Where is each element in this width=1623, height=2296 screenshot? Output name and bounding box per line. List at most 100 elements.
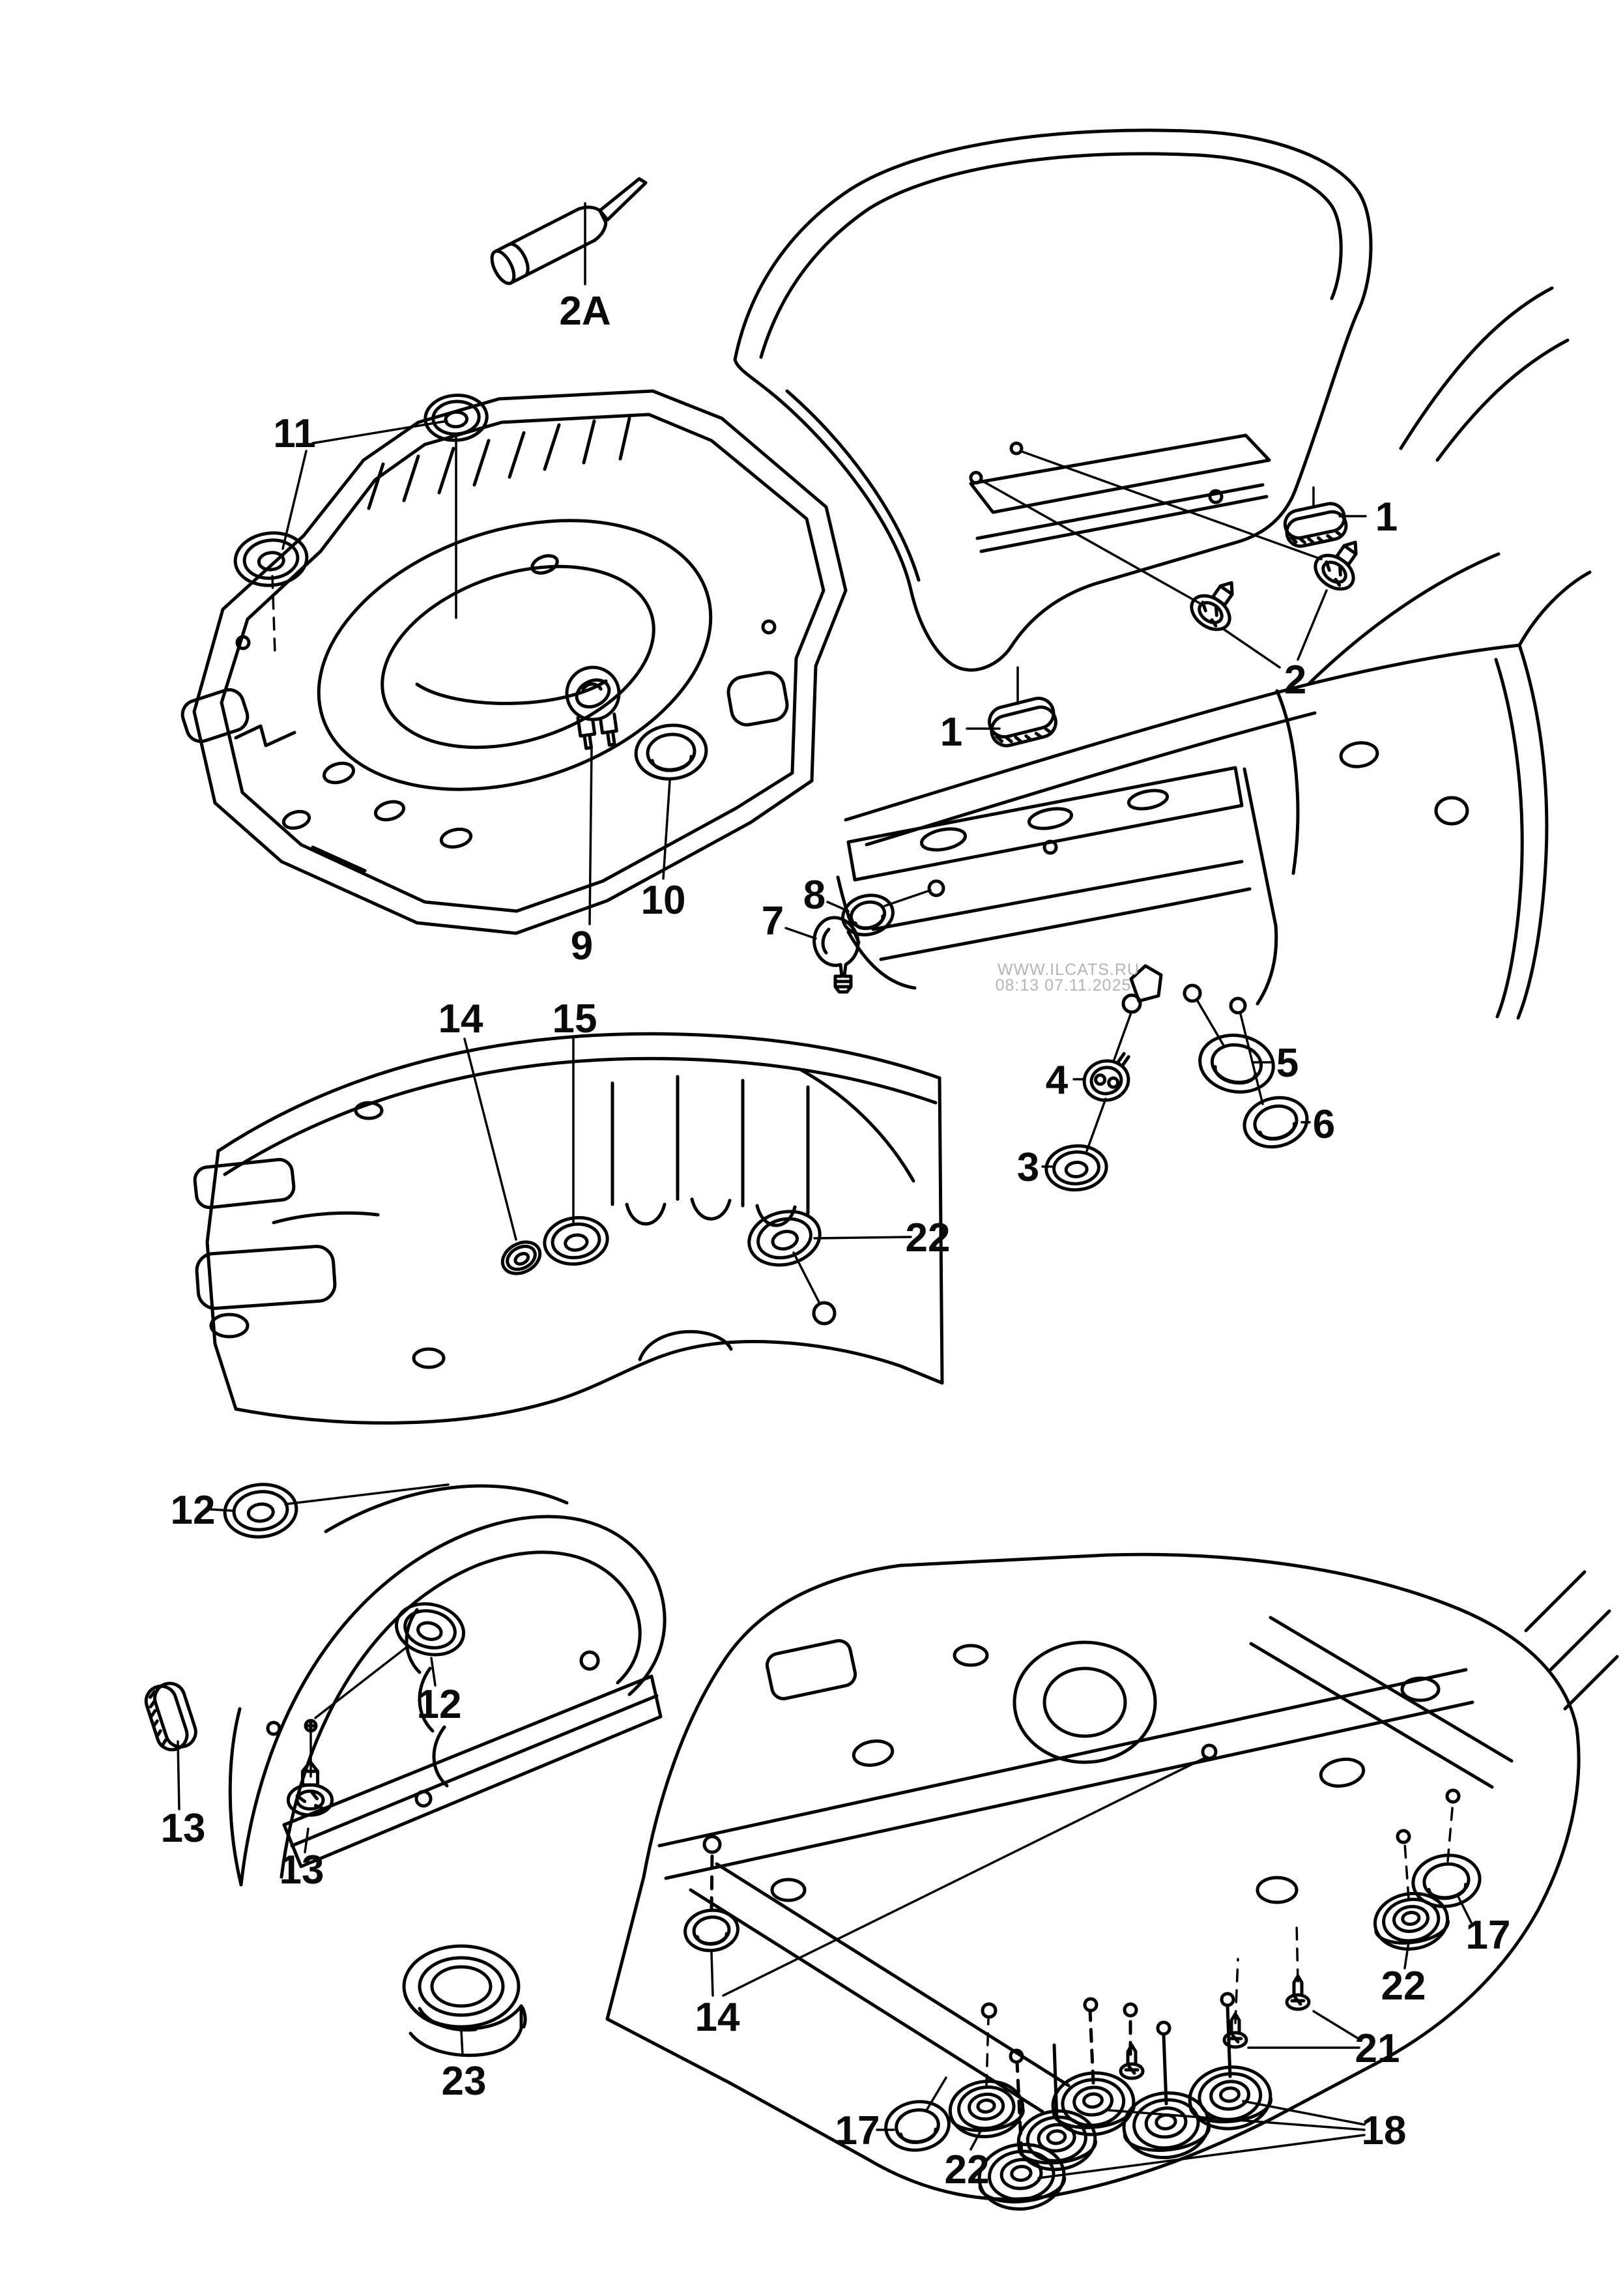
parts-layer — [144, 177, 1482, 2211]
part-seal-ring-8 — [841, 894, 895, 937]
leader-line — [281, 450, 308, 550]
floor-hole-left — [180, 688, 250, 744]
leader-line — [1196, 1000, 1225, 1047]
leader-line-dashed — [1446, 1800, 1454, 1863]
part-ring-17b — [1411, 1853, 1482, 1908]
frame-oval — [1339, 741, 1379, 768]
shelf-top-edge — [216, 1032, 941, 1153]
leader-line — [1312, 2010, 1362, 2041]
leader-line-dashed — [271, 575, 276, 654]
seat-frame-u — [625, 1197, 797, 1227]
watermark-line2: 08:13 07.11.2025 — [996, 976, 1132, 995]
leader-line — [284, 1483, 450, 1505]
floor-oval — [373, 800, 406, 822]
floor-oval — [530, 554, 559, 575]
floor-oval — [439, 827, 473, 849]
shelf-slot — [193, 1157, 296, 1210]
part-dome-18d — [1122, 2091, 1211, 2160]
leader-line — [969, 2129, 983, 2151]
part-dome-18e — [1188, 2065, 1273, 2130]
beam-slot — [1027, 807, 1074, 830]
leader-line — [1457, 1895, 1472, 1924]
callout-label-10-6: 10 — [641, 878, 686, 923]
part-ring-grommet-10 — [634, 723, 708, 781]
callout-label-1-1: 1 — [1375, 495, 1398, 540]
callout-label-23-20: 23 — [442, 2059, 487, 2104]
pan-hole — [1201, 1743, 1218, 1760]
floor-hole — [235, 635, 251, 650]
shelf-oval — [354, 1101, 384, 1120]
rear-body-top-edge — [844, 643, 1521, 822]
panel-end — [1242, 767, 1278, 1006]
part-ring-14b — [683, 1908, 740, 1953]
underbody-oval — [1400, 1676, 1441, 1702]
view-rear-body — [836, 552, 1592, 1020]
leader-line — [722, 1756, 1208, 1997]
pan-hole — [1083, 1997, 1099, 2013]
underbody-oval — [1319, 1757, 1366, 1788]
housing-top-edge — [324, 1484, 569, 1533]
shelf-curves — [272, 1068, 915, 1225]
leader-line-dashed — [1234, 1958, 1239, 2024]
callout-label-12-16: 12 — [171, 1488, 216, 1533]
callout-label-4-9: 4 — [1046, 1058, 1069, 1103]
leader-line — [925, 2076, 947, 2112]
shelf-left-edge — [205, 1149, 238, 1411]
part-grommet-22a — [747, 1210, 822, 1267]
leader-line — [304, 1827, 309, 1853]
part-tape-roll-23 — [402, 1944, 527, 2057]
callout-label-22-27: 22 — [1381, 1964, 1426, 2009]
spare-wheel-recess-inner — [381, 564, 655, 749]
shelf-slot — [195, 1245, 337, 1310]
arch-outer — [239, 1515, 667, 1887]
shelf-right-edge — [938, 1076, 944, 1385]
leader-line — [1085, 1097, 1107, 1152]
leader-line — [1113, 1011, 1132, 1061]
part-two-prong-plug-9 — [565, 665, 621, 750]
callout-label-22-15: 22 — [906, 1215, 951, 1260]
callout-label-8-7: 8 — [803, 873, 826, 918]
callout-label-17-26: 17 — [1466, 1913, 1511, 1958]
panel-hole — [1229, 996, 1247, 1015]
license-recess — [969, 433, 1271, 514]
part-grommet-11a — [233, 531, 309, 587]
shelf-top-inner — [223, 1056, 938, 1176]
callout-label-18-25: 18 — [1362, 2108, 1407, 2153]
leader-line — [813, 1236, 912, 1240]
callout-label-17-22: 17 — [835, 2108, 880, 2153]
part-sealant-tube — [490, 177, 648, 285]
pan-hole — [981, 2002, 998, 2019]
beam-slot — [920, 827, 967, 852]
part-grommet-3 — [1044, 1144, 1108, 1192]
watermark-line1: WWW.ILCATS.RU — [998, 961, 1140, 979]
underbody-oval — [1256, 1876, 1299, 1904]
recess-detail — [415, 679, 608, 705]
pan-hole — [1156, 2020, 1171, 2036]
hatch-lines — [1524, 1570, 1619, 1711]
panel-hole — [1121, 993, 1142, 1014]
lid-hole — [969, 471, 983, 485]
trunk-lid-crease — [785, 389, 921, 582]
callout-label-9-5: 9 — [571, 923, 593, 968]
part-rivet-21b — [1285, 1974, 1311, 2011]
part-dome-18c — [1051, 2071, 1136, 2136]
callout-label-14-13: 14 — [438, 996, 483, 1041]
callout-label-7-8: 7 — [762, 899, 784, 944]
part-ring-17a — [884, 2100, 951, 2152]
leader-line — [588, 748, 593, 925]
pan-hole — [702, 1835, 722, 1854]
part-grommet-12a — [223, 1483, 298, 1539]
part-oval-ring-6 — [1242, 1096, 1309, 1149]
leader-line — [1403, 1941, 1410, 1969]
quarter-crease — [1275, 689, 1300, 875]
leader-line-dashed — [1295, 1921, 1299, 1983]
shelf-oval — [209, 1313, 250, 1339]
leader-lines-layer — [177, 202, 1472, 2179]
leader-line — [1221, 627, 1281, 669]
callout-label-12-17: 12 — [417, 1682, 462, 1727]
view-underbody — [605, 1552, 1619, 2201]
leader-line — [784, 927, 817, 940]
underbody-oval — [852, 1739, 895, 1767]
pan-hole — [1123, 2002, 1138, 2018]
